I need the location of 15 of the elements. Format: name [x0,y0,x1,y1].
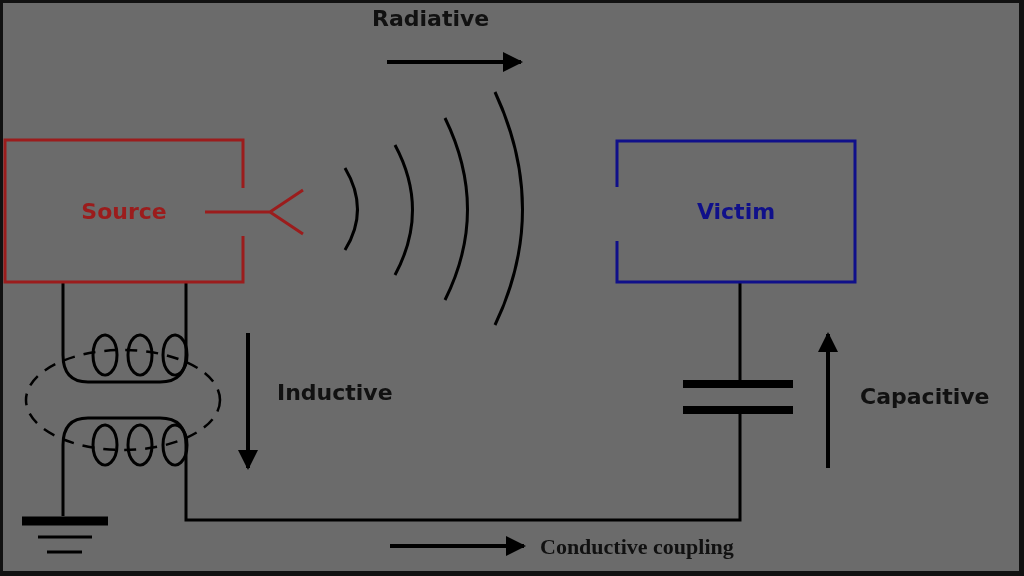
source-box [5,140,243,282]
ground-symbol [22,516,108,554]
wire [61,445,65,516]
box-title: Victim [696,199,776,224]
coupling-label: Capacitive [860,384,990,409]
wire [61,283,65,355]
coupling-label: Inductive [277,380,393,405]
coupling-label: Radiative [372,6,490,31]
coupling-label: Conductive coupling [540,534,734,560]
transformer-symbol [24,333,222,467]
wire [738,283,742,380]
victim-box [617,141,855,282]
wire [184,283,188,355]
wire [184,414,742,522]
box-title: Source [81,198,167,224]
